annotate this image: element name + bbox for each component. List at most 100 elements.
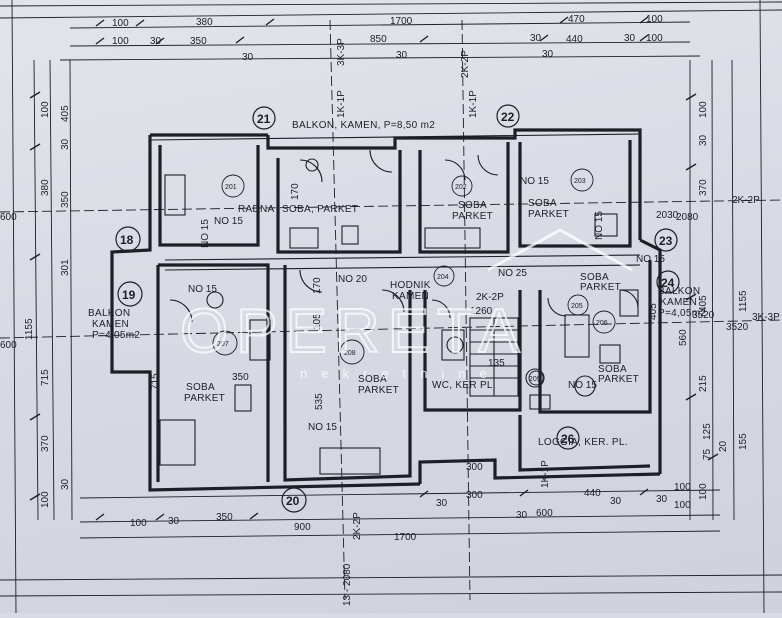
dim-right-sec-3: 3520 — [726, 322, 749, 333]
dim-top-vert-3: 2K-2P — [460, 50, 471, 78]
dim-left-5: 350 — [60, 191, 71, 208]
room-radna-soba-1: RADNA — [238, 204, 275, 215]
room-balkon-w-3: P=4,05m2 — [92, 330, 140, 341]
axis-markers — [115, 104, 680, 513]
top-dimensions: 100 380 1700 470 100 100 30 350 850 30 4… — [112, 14, 663, 118]
dim-top-11: 440 — [566, 34, 583, 45]
room-code-206: 206 — [596, 320, 608, 327]
dim-inner-10: 715 — [150, 373, 161, 390]
dim-top-4: 470 — [568, 14, 585, 25]
dim-top-9: 850 — [370, 34, 387, 45]
dim-bottom-vert-1: 13 - 2080 — [342, 563, 353, 606]
dim-bottom-vert-2: 2K-2P — [352, 512, 363, 540]
dim-right-1: 100 — [698, 101, 709, 118]
watermark-subtitle: nekretnine — [300, 366, 501, 381]
dim-right-11: 75 — [702, 448, 713, 460]
dim-right-10: 125 — [702, 423, 713, 440]
dim-right-4: 2080 — [676, 212, 699, 223]
room-balkon-w-2: KAMEN — [92, 319, 129, 330]
opening-7: NO 15 — [636, 254, 665, 265]
room-soba-ne-1: SOBA — [528, 198, 557, 209]
right-dimensions: 100 30 370 2080 405 1155 560 215 155 125… — [676, 101, 780, 500]
room-balkon-e-2: KAMEN — [660, 297, 697, 308]
dim-bottom-5: 100 — [130, 518, 147, 529]
axis-label-19: 19 — [122, 288, 136, 302]
room-code-207: 207 — [217, 341, 229, 348]
dim-left-11: 100 — [40, 491, 51, 508]
dim-bottom-13: 30 — [610, 496, 622, 507]
inner-dimensions: 2K-2P 170 105 535 300 135 1260 170 405 7… — [150, 183, 679, 473]
walls — [110, 128, 662, 492]
room-code-205: 205 — [571, 303, 583, 310]
room-code-201: 201 — [225, 184, 237, 191]
room-code-204: 204 — [437, 274, 449, 281]
axis-marker-21 — [252, 106, 276, 130]
axis-marker-23 — [654, 228, 678, 252]
dim-bottom-12: 30 — [436, 498, 448, 509]
dim-inner-4: 535 — [314, 393, 325, 410]
dim-left-1: 100 — [40, 101, 51, 118]
axis-marker-19 — [117, 281, 143, 307]
dim-left-10: 30 — [60, 478, 71, 490]
axis-labels: 21 22 18 19 23 24 20 26 — [120, 110, 675, 508]
axis-label-23: 23 — [659, 234, 673, 248]
room-balkon-e-1: BALKON — [658, 286, 700, 297]
dim-right-13: 100 — [698, 483, 709, 500]
dim-left-4: 380 — [40, 179, 51, 196]
room-soba-s-2: PARKET — [358, 385, 399, 396]
opening-10: NO 15 — [594, 211, 605, 240]
dim-top-vert-2: 1K-1P — [336, 90, 347, 118]
dim-inner-8: 170 — [290, 183, 301, 200]
room-code-markers — [212, 168, 616, 386]
room-soba-sw-2: PARKET — [184, 393, 225, 404]
dim-right-8: 215 — [698, 375, 709, 392]
room-soba-e-2: PARKET — [580, 282, 621, 293]
axis-marker-22 — [496, 104, 520, 128]
room-code-209: 209 — [529, 376, 541, 383]
room-balkon-top: BALKON, KAMEN, P=8,50 m2 — [292, 120, 435, 131]
dim-right-3: 370 — [698, 179, 709, 196]
opening-1: NO 15 — [214, 216, 243, 227]
dim-top-5: 100 — [646, 14, 663, 25]
room-code-208: 208 — [344, 350, 356, 357]
axis-marker-24 — [656, 270, 680, 294]
dim-bottom-7: 350 — [216, 512, 233, 523]
dim-top-8: 350 — [190, 36, 207, 47]
axis-label-20: 20 — [286, 494, 300, 508]
room-wc: WC, KER PL. — [432, 380, 496, 391]
opening-labels: NO 15 NO 15 NO 15 NO 20 NO 25 NO 15 NO 1… — [188, 176, 665, 433]
dim-right-6: 1155 — [738, 290, 749, 312]
room-radna-soba-2: SOBA, PARKET — [282, 204, 358, 215]
room-labels: BALKON, KAMEN, P=8,50 m2 RADNA SOBA, PAR… — [88, 120, 706, 448]
axis-marker-26 — [556, 426, 580, 450]
room-codes: 201 202 203 204 205 206 207 208 209 — [217, 178, 608, 383]
room-soba-e-1: SOBA — [580, 272, 609, 283]
dim-top-6: 100 — [112, 36, 129, 47]
room-hodnik-2: KAMEN — [392, 291, 429, 302]
room-hodnik-1: HODNIK — [390, 280, 431, 291]
dim-inner-6: 135 — [488, 358, 505, 369]
dim-top-vert-4: 1K-1P — [468, 90, 479, 118]
room-soba-s-1: SOBA — [358, 374, 387, 385]
dim-top-3: 1700 — [390, 16, 413, 27]
opening-9: NO 15 — [200, 219, 211, 248]
dim-top-10: 30 — [530, 33, 542, 44]
dim-inner-1: 2K-2P — [476, 292, 504, 303]
dim-bottom-8: 1700 — [394, 532, 417, 543]
dim-bottom-6: 30 — [168, 516, 180, 527]
dim-left-9: 370 — [40, 435, 51, 452]
dim-left-cut-2: 600 — [0, 340, 17, 351]
left-dimensions: 100 405 30 380 350 1155 301 715 370 30 1… — [0, 101, 71, 508]
dim-top-13: 100 — [646, 33, 663, 44]
dim-bottom-4: 100 — [674, 482, 691, 493]
axis-label-18: 18 — [120, 233, 134, 247]
room-soba-mid-1: SOBA — [458, 200, 487, 211]
room-loggia: LOGGIA, KER. PL. — [538, 437, 628, 448]
axis-label-22: 22 — [501, 110, 515, 124]
dim-left-7: 301 — [60, 259, 71, 276]
room-soba-se-2: PARKET — [598, 374, 639, 385]
dim-left-2: 405 — [60, 105, 71, 122]
dim-inner-7: 1260 — [470, 306, 493, 317]
